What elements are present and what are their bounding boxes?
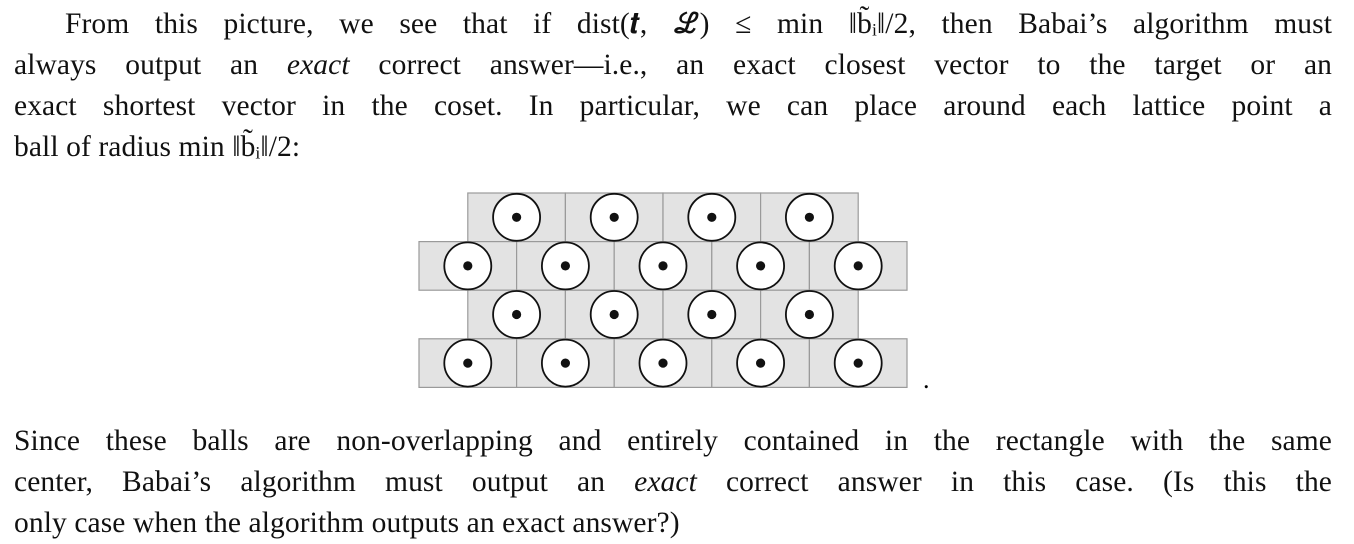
paragraph-intro: From this picture, we see that if dist(𝒕… [14,4,1332,168]
text-line: Since these balls are non-overlapping an… [14,425,1332,457]
lattice-point [756,358,766,368]
text-span: center, Babai’s algorithm must output an [14,466,635,498]
text-line: exact shortest vector in the coset. In p… [14,90,1332,122]
lattice-point [707,309,717,320]
lattice-point [804,309,814,320]
text-line: From this picture, we see that if dist(𝒕… [65,8,1332,40]
lattice-point [658,358,668,368]
lattice-point [804,212,814,222]
lattice-balls-figure: . [418,192,930,394]
lattice-point [707,212,717,222]
lattice-point [560,358,570,368]
text-line: ball of radius min ‖b̃ᵢ‖/2: [14,131,301,163]
paragraph-conclusion: Since these balls are non-overlapping an… [14,421,1332,544]
text-span: always output an [14,49,287,81]
lattice-point [658,261,668,271]
text-line: only case when the algorithm outputs an … [14,507,680,539]
lattice-point [853,358,863,368]
lattice-point [512,212,522,222]
text-span: correct answer—i.e., an exact closest ve… [349,49,1332,81]
figure-trailing-period: . [923,365,930,394]
lattice-point [463,261,473,271]
text-line: center, Babai’s algorithm must output an… [14,462,1332,503]
lattice-point [853,261,863,271]
text-span: correct answer in this case. (Is this th… [696,466,1332,498]
emphasis-exact: exact [286,49,350,81]
lattice-point [512,309,522,320]
lattice-point [756,261,766,271]
lattice-point [609,212,619,222]
emphasis-exact: exact [634,466,697,498]
lattice-point [609,309,619,320]
lattice-point [560,261,570,271]
lattice-balls [443,192,883,388]
text-line: always output an exact correct answer—i.… [14,45,1332,86]
lattice-point [463,358,473,368]
